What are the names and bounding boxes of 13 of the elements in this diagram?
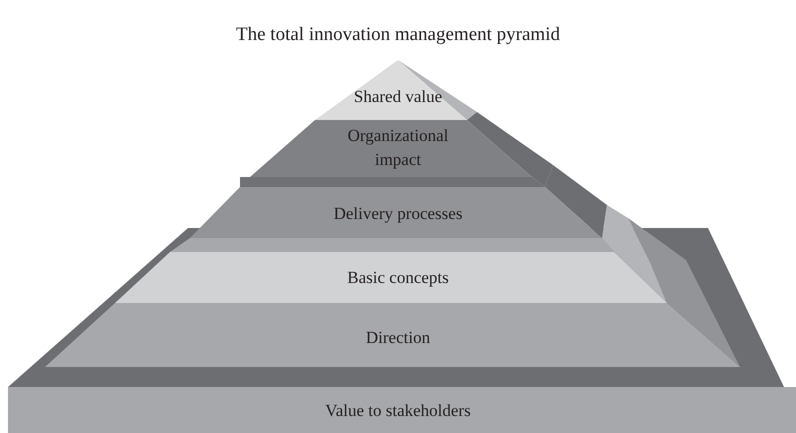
layer-label: Delivery processes <box>332 203 464 225</box>
layer-label: Shared value <box>352 86 444 108</box>
layer-label: Organizational impact <box>346 125 450 171</box>
pyramid-layer <box>8 387 796 433</box>
pyramid-layer <box>115 252 667 303</box>
layer-label: Basic concepts <box>346 267 450 289</box>
layer-label: Direction <box>364 327 432 349</box>
diagram-title: The total innovation management pyramid <box>235 24 561 46</box>
pyramid-layer <box>45 303 740 367</box>
layer-label: Value to stakeholders <box>324 400 472 422</box>
pyramid-layer <box>190 187 602 238</box>
pyramid-layer <box>250 120 532 177</box>
pyramid-layer <box>315 60 467 120</box>
